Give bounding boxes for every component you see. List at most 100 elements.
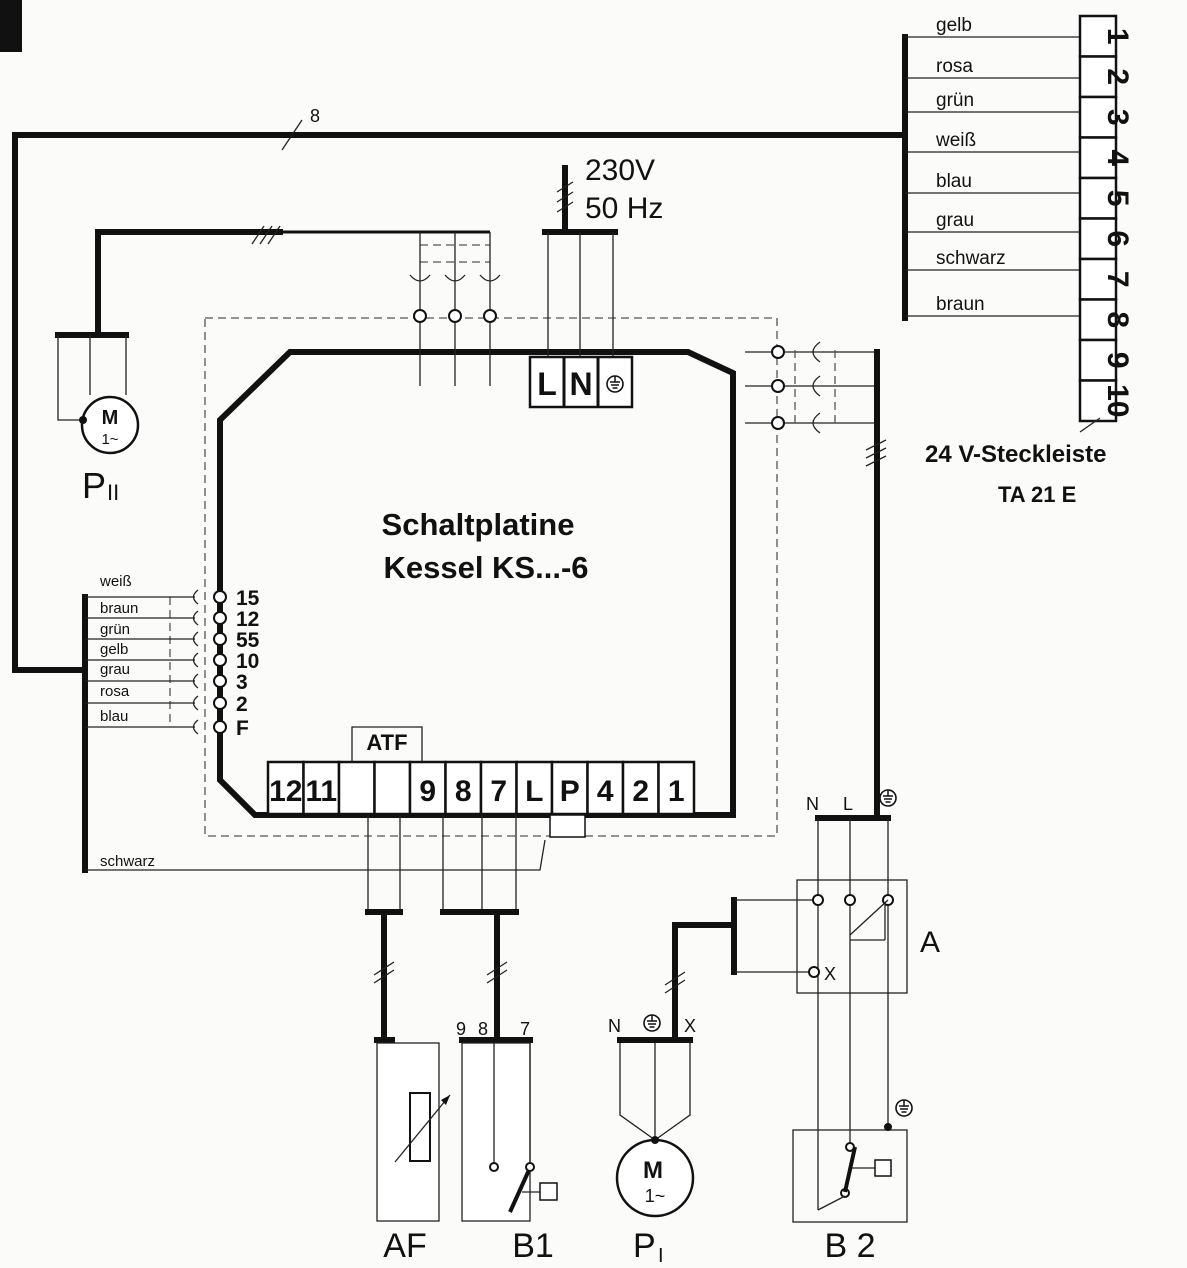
top-plug-connectors xyxy=(409,232,501,386)
bottom-terminal xyxy=(302,760,341,816)
side-pin xyxy=(213,611,227,625)
strip-wire-label: weiß xyxy=(935,130,976,151)
pump-p2: M 1~ P II xyxy=(55,225,490,506)
strip-number: 6 xyxy=(1101,230,1134,247)
strip-wire-label: rosa xyxy=(936,56,973,77)
strip-wire-label: schwarz xyxy=(936,248,1006,269)
side-pin xyxy=(213,720,227,734)
sensor-b2: B 2 xyxy=(792,1099,913,1265)
relay-ground-icon xyxy=(879,789,897,807)
bottom-terminal-label: 2 xyxy=(632,775,649,808)
strip-cell xyxy=(1078,379,1118,423)
strip-number: 3 xyxy=(1101,109,1134,126)
b1-term-7: 7 xyxy=(520,1019,530,1039)
bottom-terminal-label: P xyxy=(560,775,580,808)
bottom-terminal xyxy=(657,760,696,816)
board-title-1: Schaltplatine xyxy=(382,507,575,542)
strip-cell xyxy=(1078,136,1118,180)
bus-8-wires: 8 xyxy=(12,34,908,673)
strip-number: 4 xyxy=(1101,149,1134,166)
b2-label: B 2 xyxy=(824,1227,875,1265)
corner-mark xyxy=(0,0,22,52)
side-wire-label: grau xyxy=(100,661,130,678)
strip-cell xyxy=(1078,217,1118,261)
bottom-terminal xyxy=(479,760,518,816)
motor-p2-m: M xyxy=(102,407,119,429)
motor-p1-phase: 1~ xyxy=(645,1186,666,1206)
mains-terminal-n: N xyxy=(569,366,592,402)
side-pin-label: 12 xyxy=(236,608,259,631)
side-plug xyxy=(192,652,199,668)
side-pin xyxy=(213,632,227,646)
bottom-terminal-label: 11 xyxy=(305,775,337,808)
schwarz-wire-label: schwarz xyxy=(100,853,155,870)
pump-p1: M 1~ N X P I xyxy=(608,922,737,1267)
p1-ground-icon xyxy=(643,1014,661,1032)
strip-number: 8 xyxy=(1101,311,1134,328)
strip-number: 9 xyxy=(1101,352,1134,369)
side-wire-label: gelb xyxy=(100,641,128,658)
motor-p2-phase: 1~ xyxy=(101,431,118,448)
power-feed: 230V 50 Hz xyxy=(542,154,663,360)
mains-ground-icon xyxy=(606,375,624,393)
side-wire-label: weiß xyxy=(99,573,132,590)
side-pin xyxy=(213,674,227,688)
pump-p2-label: P xyxy=(82,465,106,506)
strip-number: 1 xyxy=(1101,28,1134,45)
side-wire-label: blau xyxy=(100,708,128,725)
side-pin-label: 2 xyxy=(236,693,248,716)
strip-cell xyxy=(1078,298,1118,342)
bottom-terminal-label: 7 xyxy=(490,775,507,808)
strip-cell xyxy=(1078,176,1118,220)
bottom-terminal xyxy=(266,760,305,816)
side-plug xyxy=(192,719,199,735)
strip-number: 2 xyxy=(1101,68,1134,85)
strip-cell xyxy=(1078,95,1118,139)
strip-subtitle: TA 21 E xyxy=(998,482,1076,507)
b1-thermostat-icon xyxy=(539,1182,558,1201)
frequency-label: 50 Hz xyxy=(585,192,663,225)
bottom-terminal xyxy=(515,760,554,816)
side-plug xyxy=(192,589,199,605)
relay-term-x: X xyxy=(824,964,836,984)
wire-count-label: 8 xyxy=(310,106,320,126)
strip-cell xyxy=(1078,14,1118,58)
side-connector-block xyxy=(82,594,546,873)
strip-number: 5 xyxy=(1101,190,1134,207)
sensor-af: AF xyxy=(365,815,451,1265)
motor-p2-icon xyxy=(80,395,140,455)
atf-label: ATF xyxy=(366,730,407,755)
strip-cell xyxy=(1078,338,1118,382)
strip-wire-label: braun xyxy=(936,294,985,315)
bottom-terminal-label: L xyxy=(525,775,543,808)
b2-switch-icon xyxy=(843,1146,857,1193)
relay-term-l: L xyxy=(843,794,853,814)
side-plug xyxy=(192,673,199,689)
side-pin-label: 3 xyxy=(236,671,248,694)
relay-a-label: A xyxy=(920,926,940,959)
relay-a: N L X A xyxy=(731,789,940,1210)
bottom-terminal-label: 9 xyxy=(419,775,436,808)
bottom-terminal-label: 4 xyxy=(597,775,614,808)
strip-number: 7 xyxy=(1101,271,1134,288)
p1-term-n: N xyxy=(608,1016,621,1036)
side-wire-label: braun xyxy=(100,600,138,617)
side-pin xyxy=(213,696,227,710)
sensor-b1: 9 8 7 B1 xyxy=(440,815,558,1265)
side-pin-label: F xyxy=(236,717,249,740)
right-plug-connectors xyxy=(745,341,887,821)
side-pin xyxy=(213,653,227,667)
strip-wire-label: grau xyxy=(936,210,974,231)
pump-p2-sub: II xyxy=(107,480,119,505)
strip-title: 24 V-Steckleiste xyxy=(925,441,1106,468)
b1-term-9: 9 xyxy=(456,1019,466,1039)
bottom-terminal-label: 12 xyxy=(269,775,302,808)
side-plug xyxy=(192,695,199,711)
p1-label: P xyxy=(633,1227,656,1265)
b1-label: B1 xyxy=(512,1227,554,1265)
p1-term-x: X xyxy=(684,1016,696,1036)
bottom-terminal xyxy=(373,760,412,816)
